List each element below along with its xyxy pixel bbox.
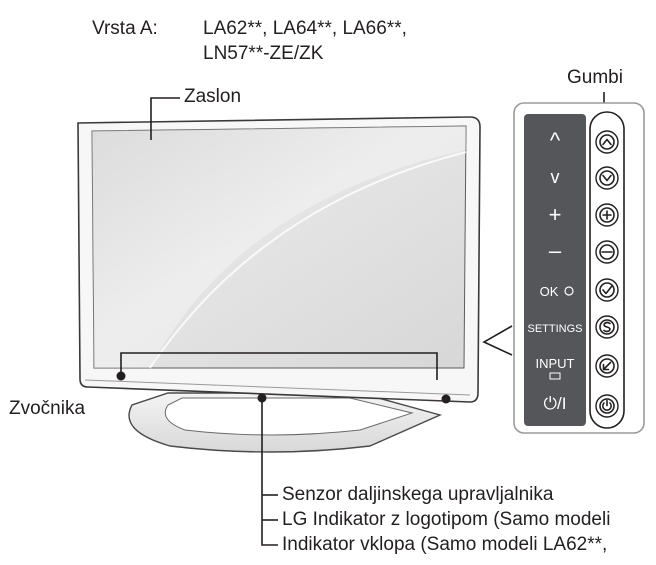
screen-label: Zaslon (184, 86, 242, 107)
settings-label: SETTINGS (527, 323, 582, 335)
plus-icon (602, 210, 612, 220)
power-icon (602, 399, 612, 411)
input-source-icon (549, 372, 561, 380)
input-label: INPUT (536, 356, 575, 371)
tv-stand (128, 392, 443, 453)
chevron-down-icon (602, 174, 612, 182)
down-label: v (551, 167, 560, 187)
button-panel-enlarged: ^ v + – OK SETTINGS INPUT ⏻/I (513, 102, 645, 434)
ok-dot-icon (564, 286, 574, 296)
ok-label: OK (540, 284, 559, 299)
screen-panel (91, 125, 467, 369)
tv-body (77, 116, 481, 403)
speaker-right-dot (441, 394, 451, 404)
callout-lines (120, 92, 605, 546)
settings-s-icon (603, 321, 611, 333)
power-label: ⏻/I (544, 394, 567, 413)
lg-indicator-label: LG Indikator z logotipom (Samo modeli (282, 509, 611, 530)
plus-label: + (549, 202, 562, 227)
power-indicator-label: Indikator vklopa (Samo modeli LA62**, (282, 534, 608, 555)
type-label: Vrsta A: (92, 18, 158, 39)
remote-sensor-label: Senzor daljinskega upravljalnika (282, 484, 554, 505)
checkmark-icon (602, 285, 613, 295)
input-arrow-icon (602, 361, 612, 371)
speakers-label: Zvočnika (9, 398, 86, 419)
models-line-1: LA62**, LA64**, LA66**, (203, 18, 407, 39)
chevron-up-icon (602, 138, 612, 146)
up-label: ^ (550, 128, 561, 153)
models-line-2: LN57**-ZE/ZK (203, 43, 324, 64)
minus-label: – (549, 238, 562, 263)
buttons-label: Gumbi (567, 67, 623, 88)
